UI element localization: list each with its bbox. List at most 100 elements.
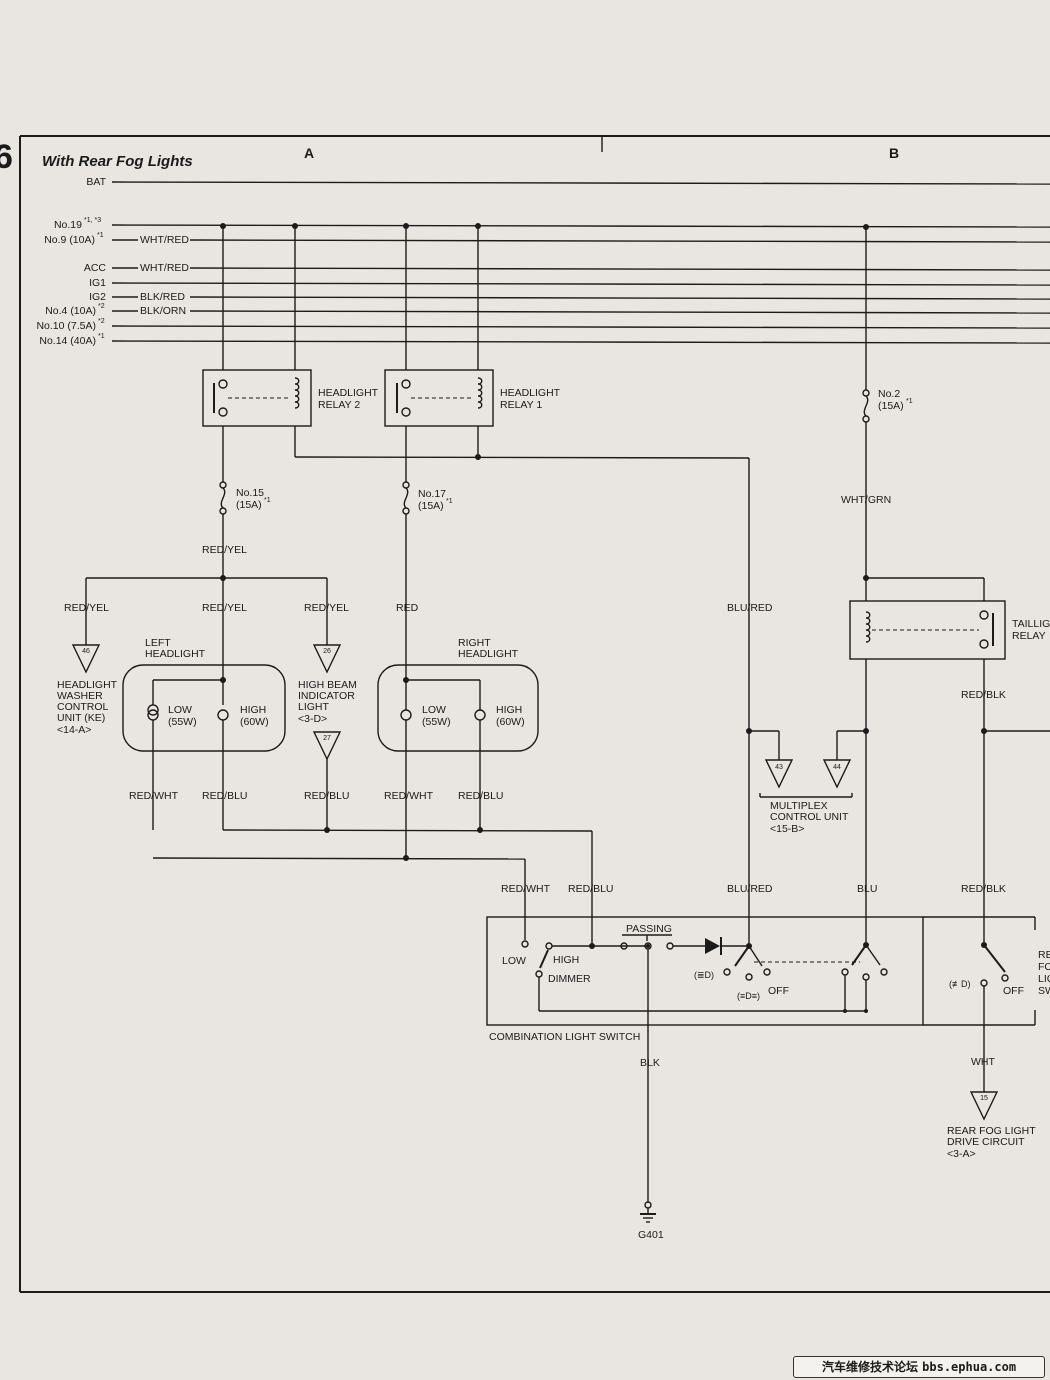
wire-label-red-blk-1: RED/BLK [961, 689, 1006, 701]
wire-label-blu-red-1: BLU/RED [727, 602, 773, 614]
connector-27-label: 27 [323, 735, 331, 742]
wire-label-blk: BLK [640, 1057, 660, 1069]
diagram-title: With Rear Fog Lights [42, 153, 193, 170]
rail-label-acc: ACC [84, 262, 107, 274]
left-high-label-1: HIGH [240, 704, 266, 716]
multiplex-label-1: MULTIPLEX [770, 800, 828, 812]
connector-44-label: 44 [833, 764, 841, 771]
switch-off-label: OFF [768, 985, 789, 997]
rail-note-no9: *1 [97, 232, 104, 239]
left-headlight-label-1: LEFT [145, 637, 171, 649]
switch-low-label: LOW [502, 955, 526, 967]
headlight-relay-1-label-1: HEADLIGHT [500, 387, 561, 399]
switch-high-label: HIGH [553, 954, 579, 966]
taillight-relay: TAILLIGHT RELAY RED/BLK BLU RED/BLK [849, 600, 1050, 945]
wire-label-wht-grn: WHT/GRN [841, 494, 891, 506]
rail-label-ig1: IG1 [89, 277, 106, 289]
rail-note-no14: *1 [98, 333, 105, 340]
fog-switch-label-3: LIGHT [1038, 973, 1050, 985]
fuse-no17: No.17 (15A) *1 RED [396, 481, 453, 680]
wire-label-red-blk-2: RED/BLK [961, 883, 1006, 895]
fog-drive-label-2: DRIVE CIRCUIT [947, 1136, 1025, 1148]
wire-label-red-blu-left: RED/BLU [202, 790, 248, 802]
switch-pos-headlight: (≣D) [694, 970, 714, 980]
headlight-relay-2-label-1: HEADLIGHT [318, 387, 379, 399]
washer-label-2: WASHER [57, 690, 103, 702]
switch-pos-park: (≡D≡) [737, 991, 760, 1001]
red-yel-bus: RED/YEL RED/YEL RED/YEL [64, 575, 349, 680]
high-beam-indicator: 26 HIGH BEAM INDICATOR LIGHT <3-D> 27 RE… [298, 644, 357, 830]
headlight-return-buses: RED/WHT RED/BLU [152, 827, 614, 946]
headlight-relay-1-label-2: RELAY 1 [500, 399, 542, 411]
rail-label-no14: No.14 (40A) [39, 335, 96, 347]
multiplex-control-unit: 43 44 MULTIPLEX CONTROL UNIT <15-B> [759, 728, 869, 835]
wire-label-red-blu-right: RED/BLU [458, 790, 504, 802]
rail-label-no19: No.19 [54, 219, 82, 231]
rail-note-no4: *2 [98, 303, 105, 310]
headlight-relay-2: HEADLIGHT RELAY 2 [202, 226, 379, 482]
fuse-no17-name: No.17 [418, 488, 446, 500]
connector-26-label: 26 [323, 648, 331, 655]
wire-label-red-blu-switch: RED/BLU [568, 883, 614, 895]
ground-g401: BLK G401 [638, 1011, 664, 1241]
combination-light-switch: COMBINATION LIGHT SWITCH LOW HIGH DIMMER… [486, 916, 924, 1043]
fog-switch-label-4: SWITCH [1038, 985, 1050, 997]
page-marker: 6 [0, 138, 13, 176]
rail-label-no4: No.4 (10A) [45, 305, 96, 317]
right-high-label-2: (60W) [496, 716, 525, 728]
left-headlight-label-2: HEADLIGHT [145, 648, 206, 660]
washer-label-4: UNIT (KE) [57, 712, 105, 724]
wire-label-wht: WHT [971, 1056, 995, 1068]
switch-dimmer-label: DIMMER [548, 973, 591, 985]
washer-label-3: CONTROL [57, 701, 108, 713]
rail-label-ig2: IG2 [89, 291, 106, 303]
zone-b-label: B [889, 145, 899, 161]
wire-label-red-blu-indicator: RED/BLU [304, 790, 350, 802]
wire-label-blu: BLU [857, 883, 877, 895]
rear-fog-light-switch: (≢D) OFF REAR FOG LIGHT SWITCH WHT 15 RE… [922, 916, 1050, 1160]
fuse-no15: No.15 (15A) *1 RED/YEL [202, 481, 271, 578]
rail-label-no10: No.10 (7.5A) [36, 320, 96, 332]
left-high-label-2: (60W) [240, 716, 269, 728]
switch-name: COMBINATION LIGHT SWITCH [489, 1031, 640, 1043]
fuse-no15-name: No.15 [236, 487, 264, 499]
fog-drive-label-1: REAR FOG LIGHT [947, 1125, 1036, 1137]
watermark-domain: bbs.ephua.com [922, 1360, 1017, 1374]
fog-switch-off: OFF [1003, 985, 1024, 997]
rail-label-no9: No.9 (10A) [44, 234, 95, 246]
rail-note-no19: *1, *3 [84, 217, 101, 224]
indicator-label-1: HIGH BEAM [298, 679, 357, 691]
rail-wire-no9: WHT/RED [140, 234, 189, 246]
fuse-no2-note: *1 [906, 398, 913, 405]
right-high-label-1: HIGH [496, 704, 522, 716]
relay-coil-wire: BLU/RED BLU/RED [294, 454, 780, 945]
connector-46-label: 46 [82, 648, 90, 655]
multiplex-label-2: CONTROL UNIT [770, 811, 849, 823]
wire-label-blu-red-2: BLU/RED [727, 883, 773, 895]
fuse-no15-rating: (15A) [236, 499, 262, 511]
fuse-no2-rating: (15A) [878, 400, 904, 412]
rail-wire-ig2: BLK/RED [140, 291, 185, 303]
left-headlight: LEFT HEADLIGHT LOW (55W) HIGH (60W) RED/… [122, 637, 286, 830]
taillight-relay-label-2: RELAY [1012, 630, 1046, 642]
fuse-no2: No.2 (15A) *1 WHT/GRN [841, 227, 985, 601]
headlight-relay-2-label-2: RELAY 2 [318, 399, 360, 411]
fuse-no2-name: No.2 [878, 388, 900, 400]
forum-watermark: 汽车维修技术论坛 bbs.ephua.com [793, 1356, 1045, 1378]
connector-43-label: 43 [775, 764, 783, 771]
wire-label-red-wht-left: RED/WHT [129, 790, 179, 802]
washer-label-1: HEADLIGHT [57, 679, 118, 691]
right-low-label-1: LOW [422, 704, 446, 716]
connector-46: 46 HEADLIGHT WASHER CONTROL UNIT (KE) <1… [57, 644, 118, 736]
wire-label-red-yel-high: RED/YEL [202, 602, 247, 614]
wire-label-red: RED [396, 602, 419, 614]
watermark-text: 汽车维修技术论坛 [821, 1360, 918, 1374]
rail-wire-no4: BLK/ORN [140, 305, 186, 317]
wire-label-red-yel-washer: RED/YEL [64, 602, 109, 614]
fuse-no17-rating: (15A) [418, 500, 444, 512]
zone-a-label: A [304, 145, 314, 161]
washer-label-5: <14-A> [57, 724, 91, 736]
connector-15-label: 15 [980, 1095, 988, 1102]
wire-label-red-yel-main: RED/YEL [202, 544, 247, 556]
